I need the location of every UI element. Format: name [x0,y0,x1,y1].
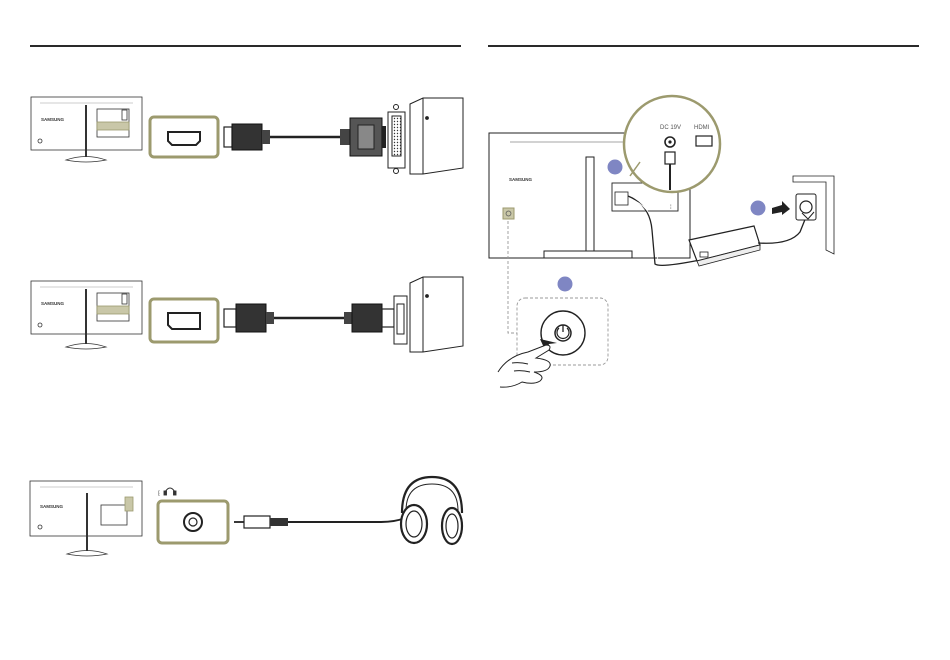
displayport-cable [224,304,394,332]
port-magnifier-callout: DC 19V HDMI [624,96,720,192]
hdmi-port-label: HDMI [694,125,710,131]
step-marker-2 [751,201,766,216]
audio-cable [234,516,405,528]
step-marker-3 [558,277,573,292]
monitor-brand-label: SAMSUNG [509,177,533,182]
svg-text:⁅: ⁅ [158,490,160,497]
plug-in-arrow [772,201,790,215]
pc-tower-dvi-icon [388,98,463,174]
headphone-jack-icon [158,501,228,543]
power-adapter [689,212,808,266]
headphones-icon [401,477,462,544]
step-marker-1 [608,160,623,175]
hdmi-to-dvi-cable [224,118,386,156]
dc-19v-port-label: DC 19V [660,125,681,131]
svg-text:SAMSUNG: SAMSUNG [40,504,64,509]
monitor-back-icon-row3: SAMSUNG [30,481,142,556]
wall-outlet [793,176,834,254]
pc-tower-displayport-icon [394,277,463,352]
displayport-port-icon [150,299,218,342]
hdmi-port-icon [150,117,218,157]
svg-text:SAMSUNG: SAMSUNG [41,117,65,122]
monitor-back-icon-row1: SAMSUNG [31,97,142,162]
svg-text:SAMSUNG: SAMSUNG [41,301,65,306]
monitor-back-icon-row2: SAMSUNG [31,281,142,349]
power-icon[interactable] [555,325,571,341]
headphone-icon: ⁅ [158,488,176,497]
